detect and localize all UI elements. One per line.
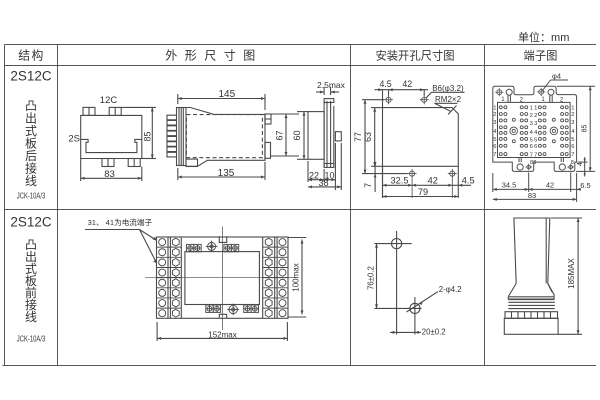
svg-text:83: 83: [528, 191, 536, 200]
svg-text:4: 4: [534, 130, 538, 136]
svg-text:3: 3: [571, 120, 574, 126]
svg-text:2: 2: [571, 112, 574, 118]
svg-text:1: 1: [534, 105, 537, 111]
svg-text:4.5: 4.5: [462, 176, 475, 186]
svg-text:8: 8: [533, 160, 536, 166]
svg-text:5: 5: [530, 137, 533, 143]
svg-text:线: 线: [25, 174, 37, 188]
svg-text:83: 83: [104, 169, 115, 180]
svg-text:RM2×2: RM2×2: [435, 95, 462, 104]
svg-text:4: 4: [493, 129, 497, 135]
svg-text:20±0.2: 20±0.2: [422, 328, 446, 337]
svg-text:185MAX: 185MAX: [567, 257, 576, 288]
svg-text:3: 3: [530, 121, 533, 127]
svg-text:端子图: 端子图: [524, 49, 558, 62]
svg-text:1: 1: [571, 105, 574, 111]
svg-text:线: 线: [25, 310, 37, 324]
svg-text:JCK-10A/3: JCK-10A/3: [17, 192, 46, 201]
svg-text:135: 135: [218, 168, 235, 179]
svg-text:32.5: 32.5: [391, 176, 409, 186]
svg-text:6: 6: [534, 144, 537, 150]
svg-text:34.5: 34.5: [502, 180, 517, 189]
svg-text:7: 7: [363, 183, 373, 188]
svg-text:凸: 凸: [25, 99, 37, 113]
svg-text:板: 板: [25, 137, 37, 151]
svg-text:2S12C: 2S12C: [10, 215, 52, 230]
svg-text:1: 1: [530, 105, 533, 111]
svg-text:4: 4: [571, 129, 575, 135]
svg-text:6: 6: [493, 144, 496, 150]
svg-text:42: 42: [402, 79, 412, 89]
svg-text:79: 79: [418, 187, 428, 197]
svg-text:85: 85: [582, 125, 589, 133]
svg-text:4.5: 4.5: [379, 79, 391, 89]
svg-text:22: 22: [309, 170, 319, 180]
svg-text:42: 42: [428, 176, 438, 186]
svg-text:7: 7: [493, 152, 496, 158]
svg-text:1: 1: [493, 105, 496, 111]
svg-text:6: 6: [530, 144, 533, 150]
svg-text:2: 2: [493, 112, 496, 118]
svg-text:63: 63: [363, 132, 373, 142]
svg-text:67: 67: [274, 130, 284, 140]
svg-text:外形尺寸图: 外形尺寸图: [165, 48, 263, 62]
svg-text:接: 接: [25, 161, 37, 176]
svg-text:前: 前: [25, 285, 37, 300]
svg-text:板: 板: [25, 274, 37, 288]
svg-text:38: 38: [318, 178, 328, 188]
svg-text:3: 3: [534, 121, 537, 127]
svg-text:5: 5: [493, 137, 496, 143]
svg-text:2: 2: [530, 113, 533, 119]
svg-text:接: 接: [25, 297, 37, 312]
svg-text:安装开孔尺寸图: 安装开孔尺寸图: [375, 48, 454, 62]
svg-text:7: 7: [571, 152, 574, 158]
svg-text:5: 5: [534, 137, 537, 143]
svg-text:凸: 凸: [25, 238, 37, 252]
svg-text:42: 42: [546, 180, 554, 189]
svg-text:2S12C: 2S12C: [10, 69, 52, 84]
svg-text:2: 2: [520, 98, 524, 104]
svg-text:8: 8: [571, 160, 574, 166]
svg-text:1: 1: [541, 97, 545, 103]
svg-text:6.5: 6.5: [580, 181, 590, 190]
svg-text:77: 77: [353, 132, 363, 142]
svg-text:式: 式: [25, 262, 37, 276]
svg-text:100max: 100max: [291, 263, 300, 291]
svg-text:4: 4: [530, 130, 534, 136]
svg-text:2: 2: [560, 98, 564, 104]
svg-text:B6(φ3.2): B6(φ3.2): [432, 84, 464, 93]
svg-text:8: 8: [530, 160, 533, 166]
svg-text:60: 60: [292, 130, 302, 140]
svg-text:3: 3: [493, 120, 496, 126]
svg-text:31、 41为电流端子: 31、 41为电流端子: [88, 217, 153, 227]
svg-text:2: 2: [534, 113, 537, 119]
svg-text:2S: 2S: [68, 134, 80, 145]
svg-text:φ4: φ4: [552, 72, 561, 81]
svg-text:7: 7: [534, 153, 537, 159]
svg-text:7: 7: [530, 153, 533, 159]
svg-text:2-φ4.2: 2-φ4.2: [439, 285, 462, 294]
svg-text:6: 6: [571, 144, 574, 150]
svg-text:结构: 结构: [18, 48, 45, 62]
svg-text:1: 1: [501, 97, 505, 103]
svg-text:出: 出: [25, 250, 37, 264]
svg-text:10: 10: [324, 170, 334, 180]
svg-text:12C: 12C: [100, 95, 118, 106]
svg-text:85: 85: [143, 131, 153, 141]
svg-text:76±0.2: 76±0.2: [367, 266, 376, 290]
svg-text:2.5max: 2.5max: [317, 80, 346, 90]
svg-text:式: 式: [25, 124, 37, 138]
svg-text:单位：mm: 单位：mm: [518, 30, 569, 44]
svg-text:JCK-10A/3: JCK-10A/3: [17, 335, 46, 344]
svg-text:4: 4: [577, 162, 584, 166]
svg-text:出: 出: [25, 112, 37, 126]
svg-text:152max: 152max: [208, 330, 236, 339]
svg-text:5: 5: [571, 137, 574, 143]
svg-text:后: 后: [25, 149, 37, 163]
svg-text:145: 145: [218, 89, 235, 100]
